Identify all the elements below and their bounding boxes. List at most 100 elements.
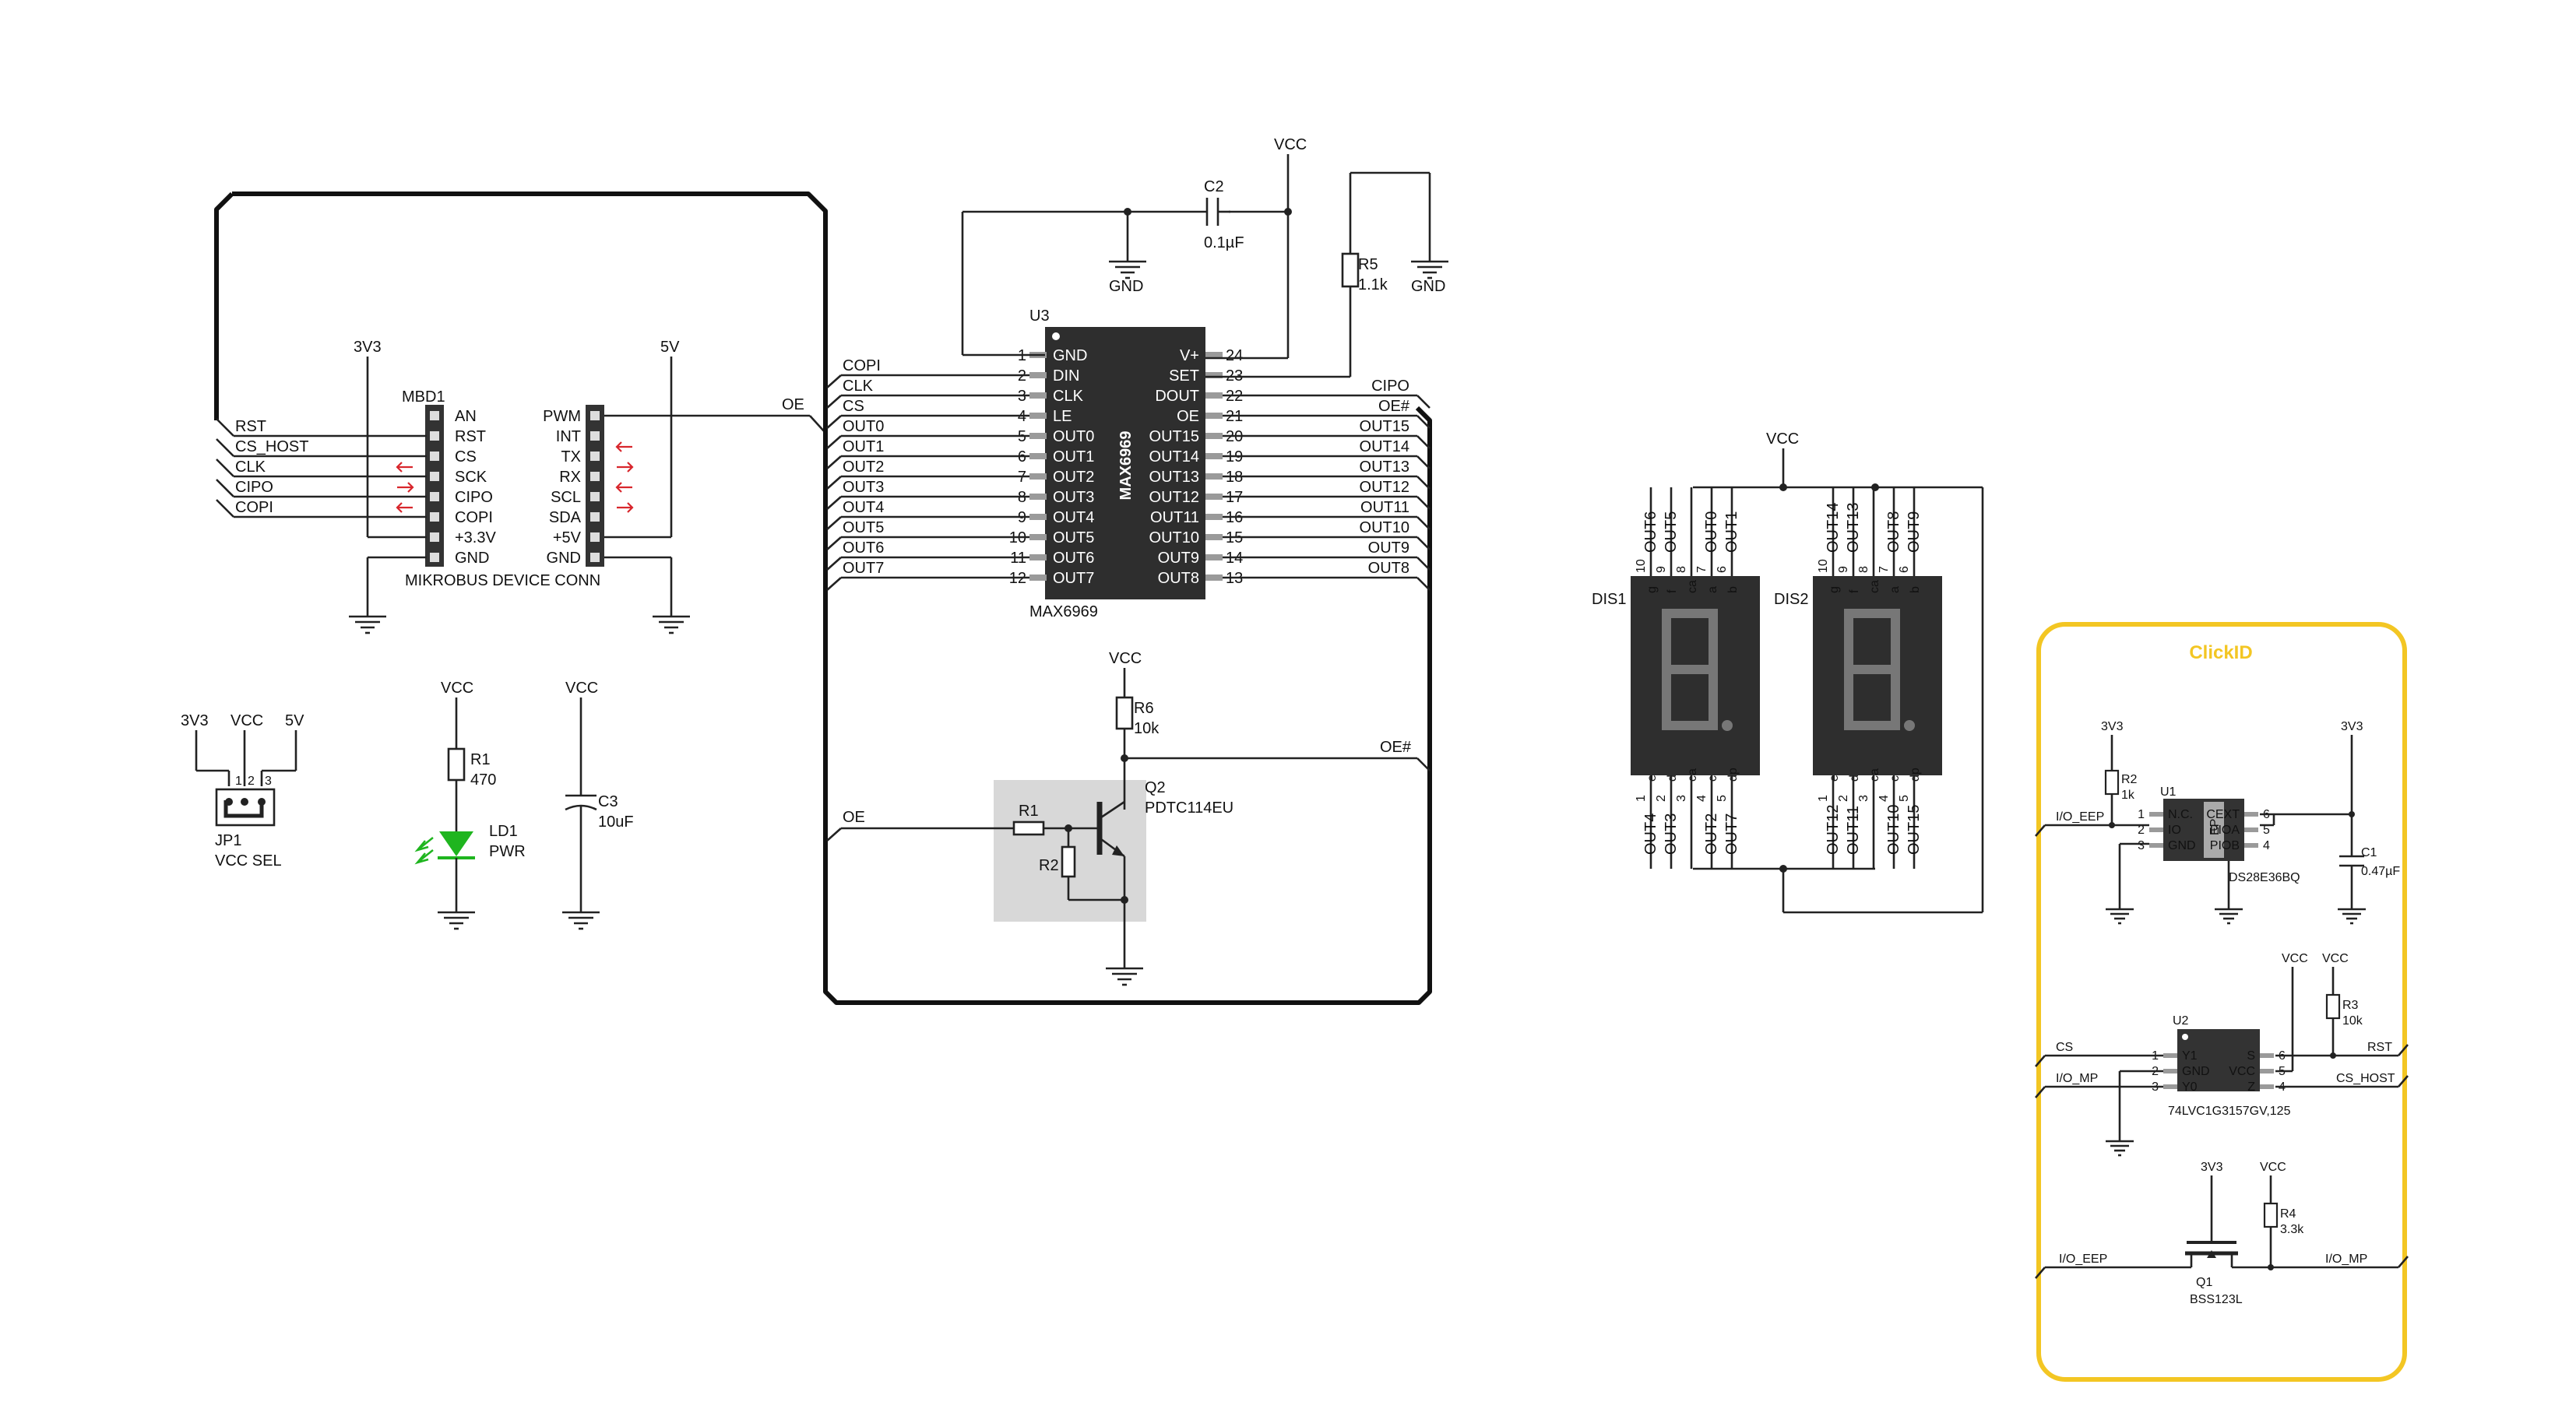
display-top-pin-name: ca (1686, 580, 1699, 593)
r5-gnd: GND (1411, 278, 1445, 295)
u3-left-net-0: COPI (843, 357, 881, 374)
jp1-pin-1: 1 (235, 775, 242, 788)
r2-ref: R2 (2121, 773, 2138, 786)
mikrobus-left-pin-6: +3.3V (455, 529, 496, 546)
display-bot-pin-name: d (1666, 775, 1679, 782)
u3-right-net-9: OUT8 (1368, 560, 1409, 577)
display-top-pin-name: g (1828, 586, 1841, 593)
u3-pin-name-right-4: OUT15 (1149, 428, 1199, 445)
led-vcc: VCC (441, 680, 473, 697)
u2pins-left-name: GND (2182, 1065, 2210, 1078)
c2-ref: C2 (1204, 178, 1224, 195)
u3-left-net-9: OUT6 (843, 539, 884, 557)
mikrobus-left-pad (430, 452, 439, 461)
u1pins-right-num: 4 (2263, 839, 2270, 852)
q1-net-left: I/O_EEP (2059, 1253, 2107, 1266)
display-bot-pin-name: d (1848, 775, 1861, 782)
display-dp (1722, 720, 1733, 731)
q2-part: PDTC114EU (1145, 799, 1233, 817)
u2-net-rst: RST (2367, 1041, 2392, 1054)
display-bot-pin-num: 1 (1635, 795, 1648, 802)
display-top-pin-num: 7 (1877, 566, 1891, 573)
u1pins-left-name: N.C. (2168, 808, 2193, 821)
mikrobus-left-pin-1: RST (455, 428, 486, 445)
u3-body (1045, 327, 1205, 599)
u3-pin-name-right-0: V+ (1180, 347, 1199, 364)
jp1-name: VCC SEL (215, 852, 282, 870)
mikrobus-right-pad (590, 492, 600, 501)
display-top-net: OUT0 (1703, 511, 1720, 553)
display-ref: DIS1 (1592, 591, 1626, 608)
r1-q2-ref: R1 (1019, 803, 1039, 820)
c3-vcc: VCC (565, 680, 598, 697)
led-ref: LD1 (489, 823, 518, 840)
r2-q2-ref: R2 (1039, 857, 1059, 874)
mikrobus-left-pad (430, 512, 439, 522)
display-bot-pin-name: dp (1909, 768, 1922, 782)
u1-net: I/O_EEP (2056, 810, 2104, 824)
mikrobus-net-3: CIPO (235, 479, 273, 496)
u3-pin-name-right-8: OUT11 (1150, 509, 1199, 526)
c2-vcc-label: VCC (1274, 136, 1307, 153)
u3-pin-name-left-9: OUT5 (1053, 529, 1094, 546)
u3-right-net-3: OUT14 (1360, 438, 1409, 455)
u1pins-left-num: 2 (2138, 824, 2145, 837)
mikrobus-5v-label: 5V (660, 339, 680, 356)
u1pins-right-name: PIOB (2210, 839, 2240, 852)
display-top-pin-name: f (1848, 589, 1861, 593)
u3-pin-name-right-5: OUT14 (1149, 448, 1199, 466)
u1pins-right-name: CEXT (2206, 808, 2240, 821)
u3-right-net-0: CIPO (1371, 378, 1409, 395)
mikrobus-ref: MBD1 (402, 388, 445, 406)
display-top-net: OUT9 (1906, 511, 1923, 553)
led-name: PWR (489, 843, 526, 860)
u3-pin-name-right-11: OUT8 (1158, 570, 1199, 587)
display-bot-net: OUT12 (1825, 805, 1842, 855)
power-led-block: VCC R1 470 LD1 PWR (414, 680, 526, 930)
display-top-pin-name: g (1645, 586, 1659, 593)
display-segment (1662, 665, 1718, 674)
display-top-net: OUT1 (1723, 511, 1740, 553)
c3-ref: C3 (598, 793, 618, 810)
display-body (1813, 576, 1942, 775)
u3-left-net-5: OUT2 (843, 459, 884, 476)
mikrobus-left-pad (430, 431, 439, 441)
mikrobus-right-pin-7: GND (547, 550, 581, 567)
display-top-pin-num: 7 (1695, 566, 1709, 573)
display-segment (1662, 669, 1671, 730)
q1-ref: Q1 (2196, 1276, 2212, 1289)
display-dp (1904, 720, 1915, 731)
u3-pin-name-left-4: OUT0 (1053, 428, 1094, 445)
u3-pin-name-right-9: OUT10 (1149, 529, 1199, 546)
c1-supply: 3V3 (2341, 720, 2363, 733)
q1-vcc: VCC (2260, 1161, 2286, 1174)
display-top-net: OUT6 (1642, 511, 1659, 553)
mikrobus-right-pad (590, 553, 600, 562)
display-bot-pin-name: dp (1726, 768, 1740, 782)
display-bot-net: OUT4 (1642, 813, 1659, 855)
display-bot-pin-num: 2 (1655, 795, 1668, 802)
u3-pin-name-left-10: OUT6 (1053, 550, 1094, 567)
u3-right-net-8: OUT9 (1368, 539, 1409, 557)
u2-vcc1: VCC (2282, 952, 2308, 965)
display-top-pin-name: a (1888, 586, 1902, 593)
mikrobus-right-pad (590, 472, 600, 481)
q1-net-right: I/O_MP (2325, 1253, 2367, 1266)
display-bot-pin-num: 2 (1837, 795, 1850, 802)
u3-pin-name-left-8: OUT4 (1053, 509, 1094, 526)
led-diode-icon (439, 831, 473, 856)
display-segment (1844, 721, 1900, 730)
u3-pin-name-left-5: OUT1 (1053, 448, 1094, 466)
mikrobus-right-pad (590, 532, 600, 542)
display-bot-pin-name: e (1645, 775, 1659, 782)
display-segment (1844, 609, 1900, 618)
display-segment (1662, 609, 1671, 669)
c2-value: 0.1µF (1204, 234, 1244, 251)
u3-pin-name-right-3: OE (1177, 408, 1199, 425)
u1pins-left-name: GND (2168, 839, 2196, 852)
display-segment (1844, 665, 1900, 674)
display-top-pin-name: b (1909, 586, 1922, 593)
dis2-seven-segment: DIS2g10OUT14f9OUT13ca8a7OUT8b6OUT9e1OUT1… (1774, 487, 1942, 869)
